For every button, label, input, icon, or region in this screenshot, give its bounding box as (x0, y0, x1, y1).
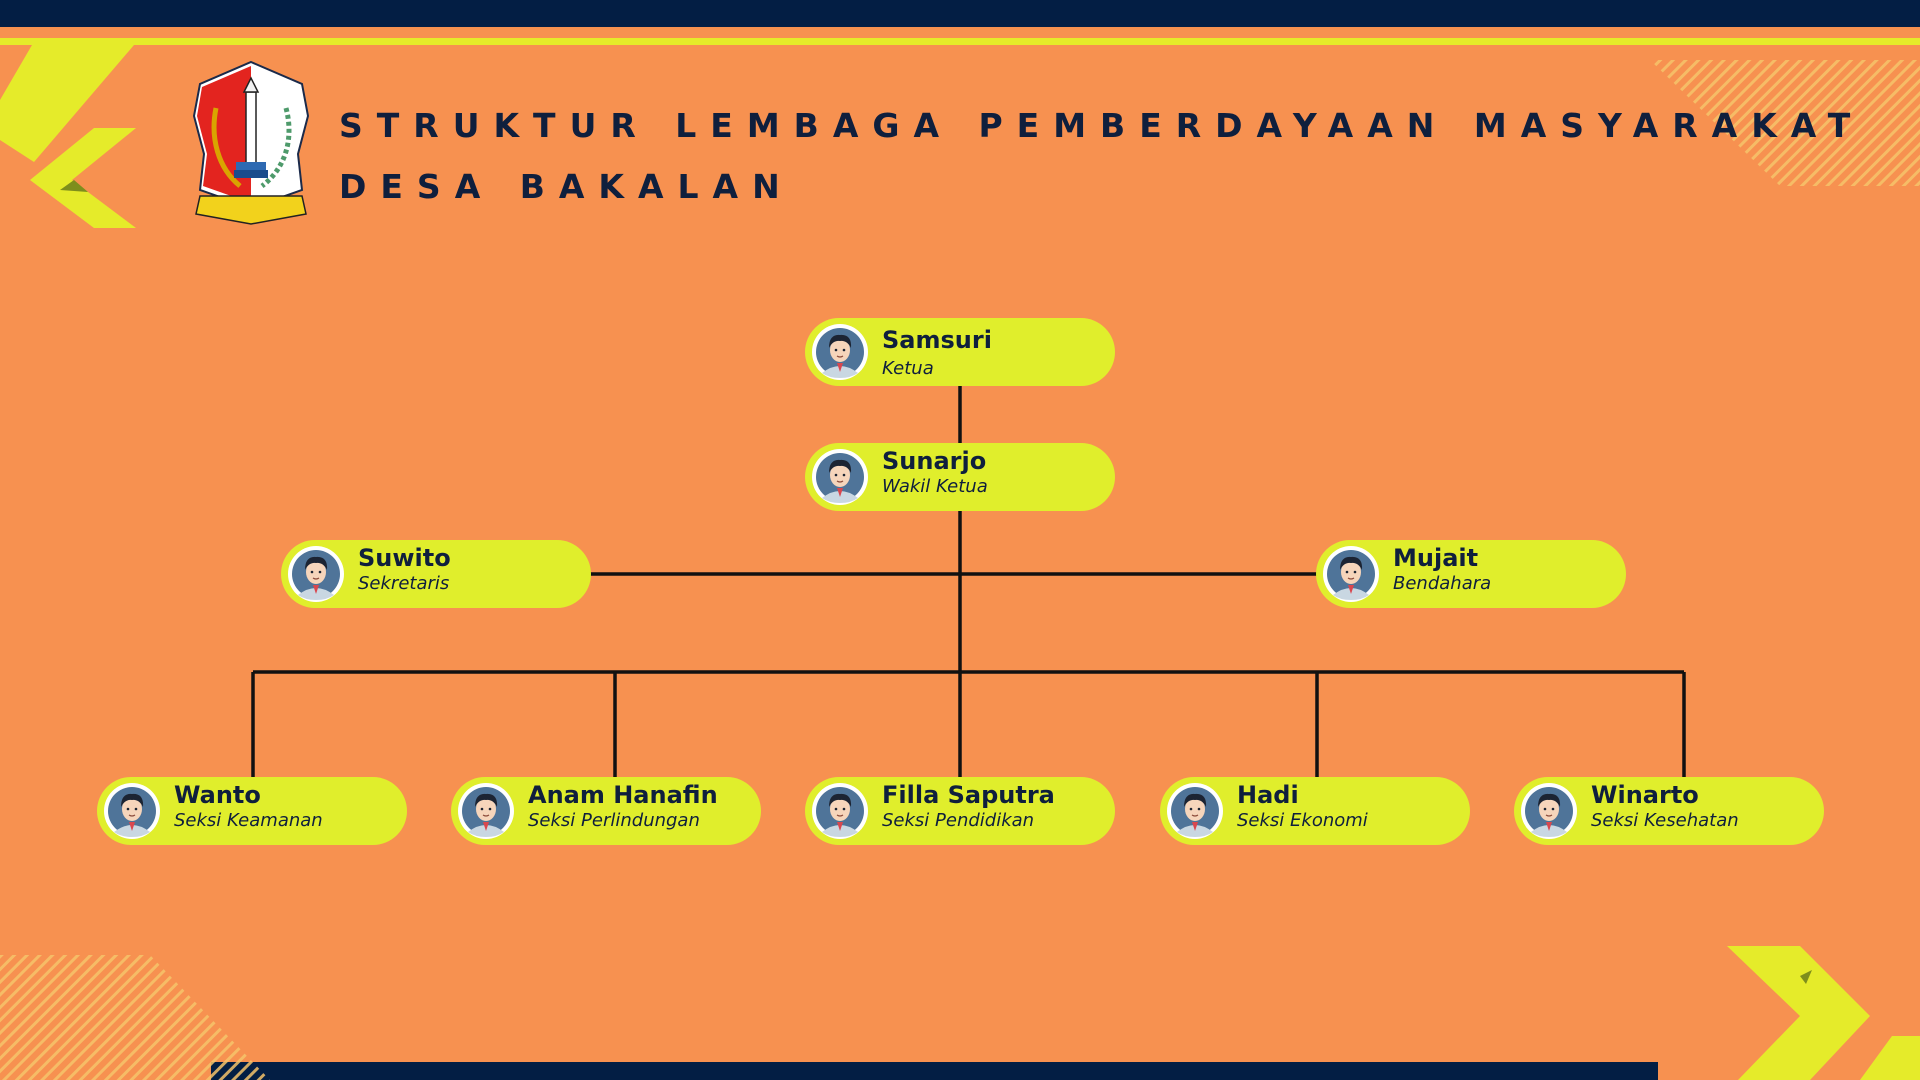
node-name: Hadi (1237, 781, 1299, 809)
org-node-bendahara: Mujait Bendahara (1316, 540, 1626, 608)
org-node-seksi-kesehatan: Winarto Seksi Kesehatan (1514, 777, 1824, 845)
male-avatar-icon (811, 448, 869, 506)
node-role: Seksi Pendidikan (882, 810, 1035, 831)
org-node-seksi-ekonomi: Hadi Seksi Ekonomi (1160, 777, 1470, 845)
title-line-1: STRUKTUR LEMBAGA PEMBERDAYAAN MASYARAKAT (339, 106, 1865, 145)
node-name: Winarto (1591, 781, 1699, 809)
top-left-chevrons (0, 45, 136, 228)
org-node-seksi-perlindungan: Anam Hanafin Seksi Perlindungan (451, 777, 761, 845)
node-name: Filla Saputra (882, 781, 1055, 809)
node-name: Sunarjo (882, 447, 987, 475)
org-node-seksi-pendidikan: Filla Saputra Seksi Pendidikan (805, 777, 1115, 845)
node-name: Suwito (358, 544, 451, 572)
top-accent-line (0, 38, 1920, 45)
page-title: STRUKTUR LEMBAGA PEMBERDAYAAN MASYARAKAT… (339, 95, 1864, 217)
node-role: Seksi Keamanan (174, 810, 323, 831)
org-node-sekretaris: Suwito Sekretaris (281, 540, 591, 608)
male-avatar-icon (103, 782, 161, 840)
node-role: Seksi Kesehatan (1591, 810, 1739, 831)
node-role: Ketua (882, 358, 934, 379)
bottom-left-stripes (0, 955, 270, 1080)
node-role: Seksi Ekonomi (1237, 810, 1368, 831)
org-node-wakil-ketua: Sunarjo Wakil Ketua (805, 443, 1115, 511)
node-role: Wakil Ketua (882, 476, 988, 497)
top-banner-bar (0, 0, 1920, 27)
title-line-2: DESA BAKALAN (339, 167, 794, 206)
male-avatar-icon (1322, 545, 1380, 603)
node-name: Samsuri (882, 326, 992, 354)
top-right-stripes (1650, 60, 1920, 186)
org-node-ketua: Samsuri Ketua (805, 318, 1115, 386)
node-role: Bendahara (1393, 573, 1492, 594)
node-name: Anam Hanafin (528, 781, 718, 809)
male-avatar-icon (457, 782, 515, 840)
node-name: Wanto (174, 781, 261, 809)
male-avatar-icon (811, 323, 869, 381)
node-role: Seksi Perlindungan (528, 810, 700, 831)
node-name: Mujait (1393, 544, 1479, 572)
male-avatar-icon (811, 782, 869, 840)
bottom-right-chevrons (1727, 946, 1920, 1080)
bojonegoro-emblem (192, 60, 310, 225)
male-avatar-icon (287, 545, 345, 603)
bottom-banner-bar (211, 1062, 1658, 1080)
node-role: Sekretaris (358, 573, 450, 594)
male-avatar-icon (1520, 782, 1578, 840)
org-node-seksi-keamanan: Wanto Seksi Keamanan (97, 777, 407, 845)
male-avatar-icon (1166, 782, 1224, 840)
